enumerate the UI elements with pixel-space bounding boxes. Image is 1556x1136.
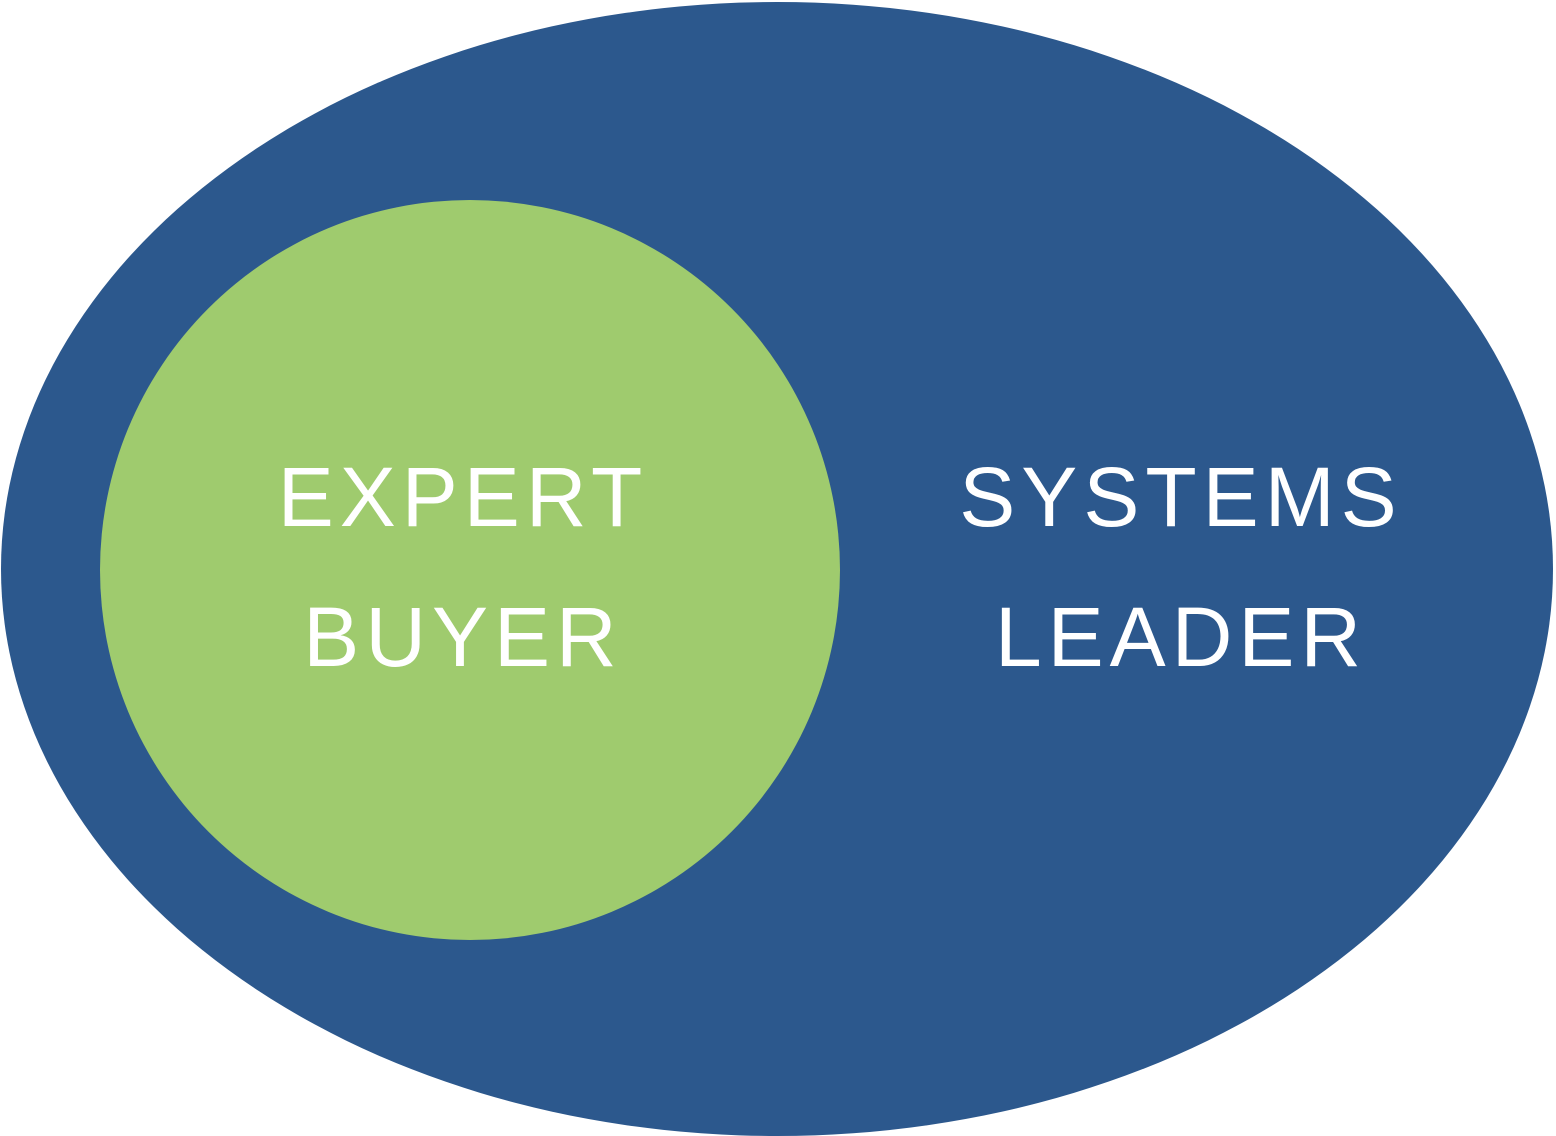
inner-label-line-1: EXPERT [278,450,649,544]
inner-label-line-2: BUYER [303,590,622,684]
outer-label-line-1: SYSTEMS [959,450,1402,544]
outer-label-line-2: LEADER [995,590,1367,684]
inner-circle-expert-buyer [100,200,840,940]
